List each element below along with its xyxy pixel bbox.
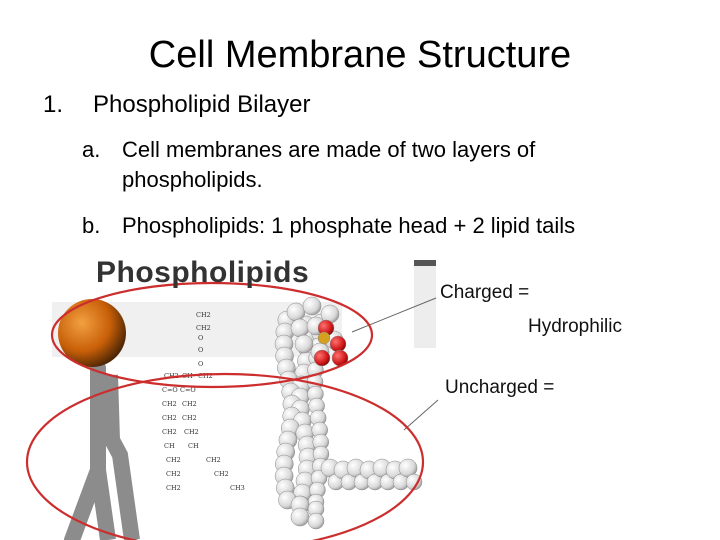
sub-item-text: Cell membranes are made of two layers of…	[122, 137, 536, 192]
atom-sphere	[307, 512, 325, 530]
formula-text: CH2	[196, 311, 211, 319]
formula-text: CH2	[198, 372, 213, 380]
formula-text: CH2	[184, 428, 199, 436]
space-filling-model	[274, 296, 423, 530]
formula-text: CH2	[162, 414, 177, 422]
formula-text: C=O	[180, 386, 196, 394]
formula-text: CH2	[182, 414, 197, 422]
stick-figure-icon	[58, 299, 140, 540]
head-icon	[58, 299, 126, 367]
formula-text: CH	[188, 442, 199, 450]
atom-sphere	[290, 318, 310, 338]
formula-text: CH	[164, 442, 175, 450]
uncharged-label: Uncharged =	[445, 377, 555, 398]
formula-text: C=O	[162, 386, 178, 394]
atom-sphere	[329, 335, 347, 353]
head-region-ellipse	[50, 281, 374, 389]
slide-title: Cell Membrane Structure	[148, 34, 572, 76]
figure-heading: Phospholipids	[96, 256, 310, 289]
formula-text: CH2	[196, 324, 211, 332]
formula-text: CH2	[214, 470, 229, 478]
list-marker: 1.	[43, 91, 64, 118]
formula-text: CH2	[182, 400, 197, 408]
atom-sphere	[286, 302, 306, 322]
hydrophilic-label: Hydrophilic	[528, 316, 622, 337]
formula-text: CH2	[162, 400, 177, 408]
background-panel	[414, 260, 436, 348]
atom-sphere	[302, 296, 322, 316]
formula-text: CH2	[206, 456, 221, 464]
sub-item-marker: b.	[82, 213, 101, 238]
callout-line	[351, 297, 437, 333]
formula-text: CH2	[164, 372, 179, 380]
formula-text: CH2	[166, 456, 181, 464]
panel-edge	[414, 260, 436, 266]
atom-sphere	[317, 331, 331, 345]
tail-region-ellipse	[25, 372, 425, 540]
atom-sphere	[290, 507, 310, 527]
list-item-phospholipid-bilayer: 1. Phospholipid Bilayer	[43, 90, 310, 120]
formula-text: CH2	[166, 484, 181, 492]
callout-line	[403, 399, 439, 431]
formula-text: O	[198, 360, 203, 368]
formula-text: O	[198, 334, 203, 342]
formula-text: CH2	[166, 470, 181, 478]
charged-label: Charged =	[440, 282, 530, 303]
atom-sphere	[294, 334, 314, 354]
sub-item-text: Phospholipids: 1 phosphate head + 2 lipi…	[122, 213, 576, 238]
list-item-text: Phospholipid Bilayer	[93, 91, 311, 118]
formula-text: O	[198, 346, 203, 354]
atom-sphere	[313, 349, 331, 367]
formula-text: CH3	[230, 484, 245, 492]
sub-item-marker: a.	[82, 137, 101, 162]
formula-text: CH2	[162, 428, 177, 436]
